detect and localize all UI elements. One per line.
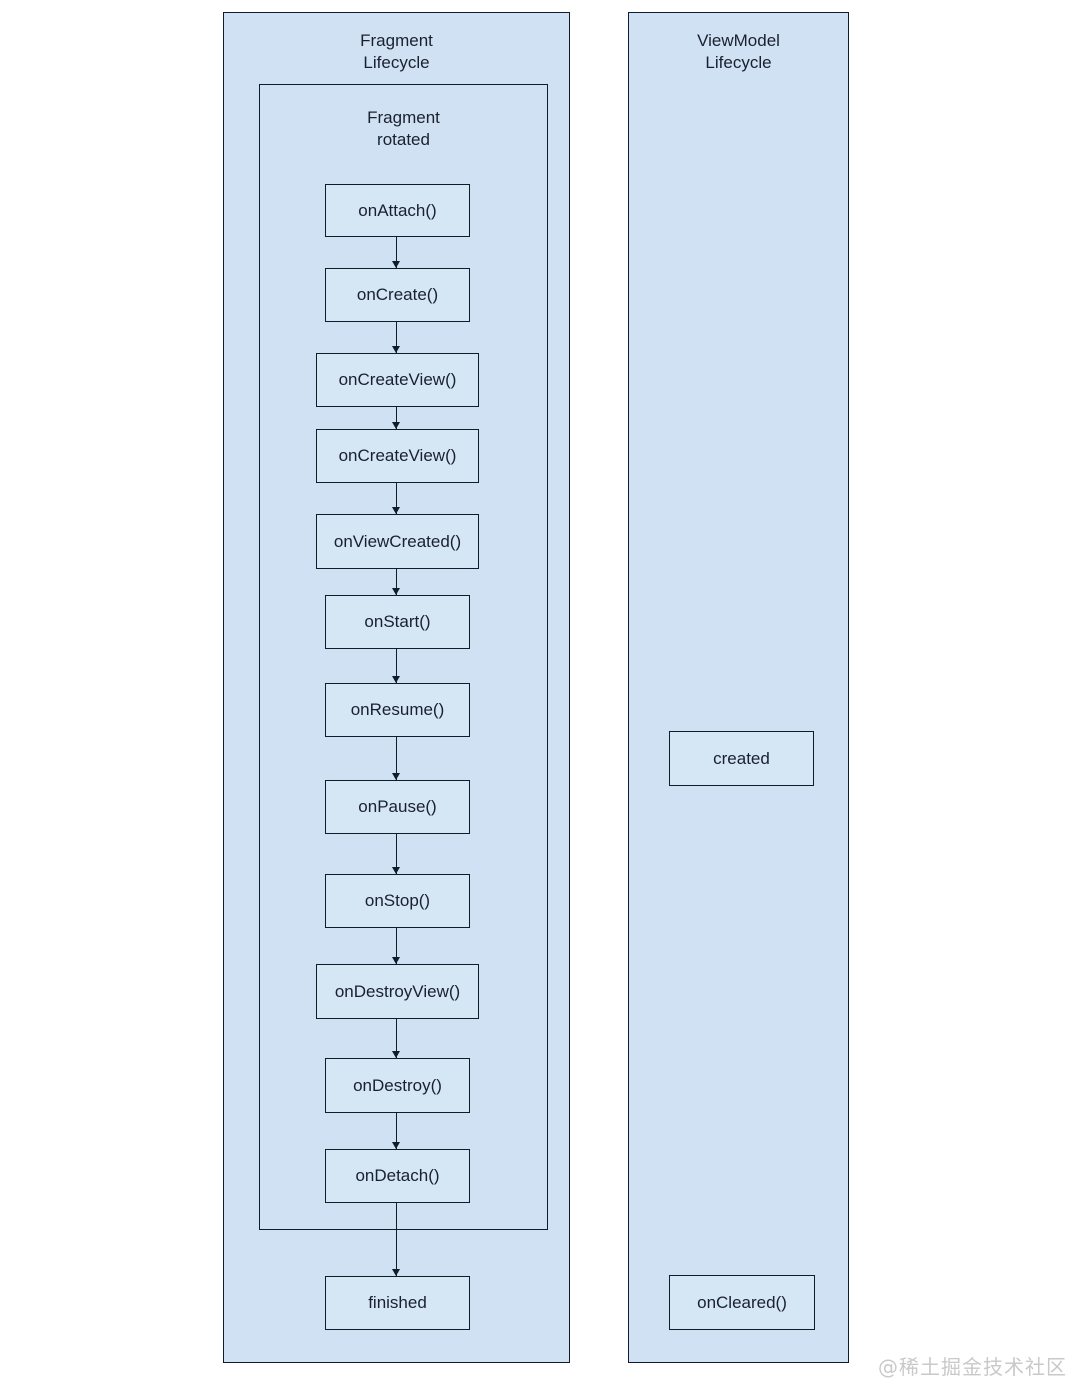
viewmodel-lifecycle-title: ViewModel Lifecycle: [697, 31, 780, 72]
flow-arrow: [392, 569, 400, 595]
fragment-rotated-group: [259, 84, 548, 1230]
step-label: onStart(): [364, 612, 431, 631]
created-label: created: [713, 748, 770, 768]
oncleared-box: onCleared(): [669, 1275, 815, 1330]
step-label: onDetach(): [355, 1166, 440, 1185]
flow-arrow: [392, 322, 400, 353]
step-label: onDestroyView(): [334, 981, 461, 1001]
step-box-onattach: onAttach(): [325, 184, 470, 237]
finished-label: finished: [368, 1293, 427, 1312]
flow-arrow: [392, 649, 400, 683]
fragment-lifecycle-title: Fragment Lifecycle: [360, 31, 433, 72]
oncleared-label: onCleared(): [697, 1292, 787, 1312]
step-box-ondestroyview: onDestroyView(): [316, 964, 479, 1019]
watermark: @稀土掘金技术社区: [878, 1355, 1067, 1379]
step-box-oncreateview-1: onCreateView(): [316, 353, 479, 407]
finished-box: finished: [325, 1276, 470, 1330]
step-label: onDestroy(): [353, 1075, 442, 1095]
step-box-onpause: onPause(): [325, 780, 470, 834]
step-box-ondestroy: onDestroy(): [325, 1058, 470, 1113]
step-label: onViewCreated(): [333, 531, 462, 551]
flow-arrow-to-finished: [392, 1203, 400, 1276]
step-box-onresume: onResume(): [325, 683, 470, 737]
step-label: onResume(): [350, 700, 445, 719]
flow-arrow: [392, 237, 400, 268]
flow-arrow: [392, 483, 400, 514]
step-box-onstart: onStart(): [325, 595, 470, 649]
step-box-ondetach: onDetach(): [325, 1149, 470, 1203]
flow-arrow: [392, 834, 400, 874]
step-label: onCreateView(): [338, 446, 457, 465]
flow-arrow: [392, 1113, 400, 1149]
step-label: onAttach(): [358, 200, 437, 220]
step-label: onCreateView(): [338, 370, 457, 389]
step-label: onStop(): [364, 891, 431, 910]
flow-arrow: [392, 1019, 400, 1058]
step-label: onPause(): [358, 797, 437, 816]
created-box: created: [669, 731, 814, 786]
step-box-onstop: onStop(): [325, 874, 470, 928]
step-box-onviewcreated: onViewCreated(): [316, 514, 479, 569]
viewmodel-lifecycle-panel: [628, 12, 849, 1363]
flow-arrow: [392, 407, 400, 429]
step-box-oncreateview-2: onCreateView(): [316, 429, 479, 483]
fragment-rotated-title: Fragment rotated: [367, 108, 440, 149]
step-box-oncreate: onCreate(): [325, 268, 470, 322]
flow-arrow: [392, 737, 400, 780]
flow-arrow: [392, 928, 400, 964]
step-label: onCreate(): [356, 285, 439, 304]
